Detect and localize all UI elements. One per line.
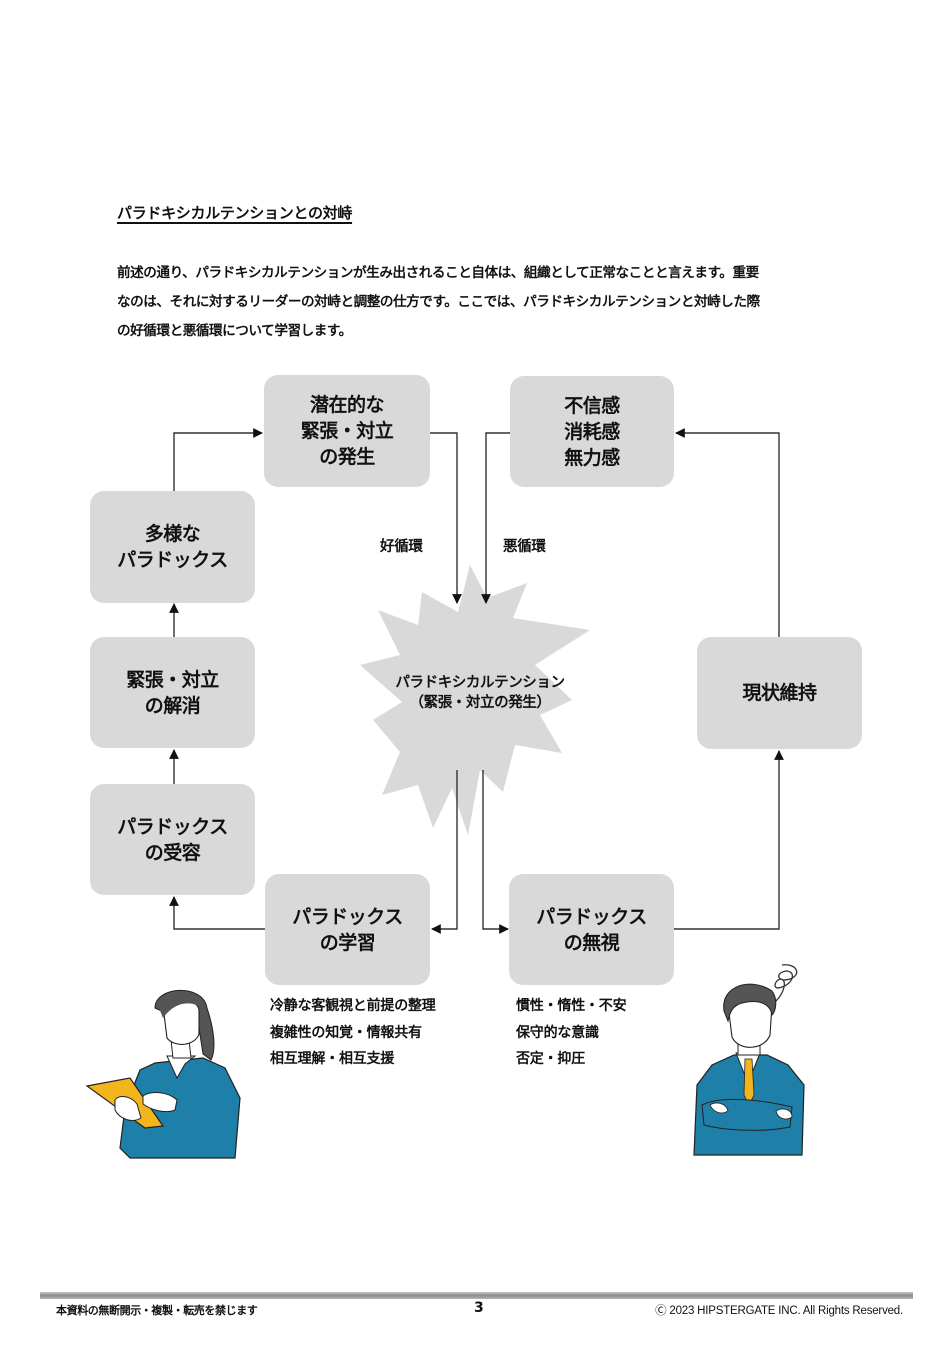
learning-note: 複雑性の知覚・情報共有	[270, 1024, 422, 1041]
connector-statusquo-distrust	[675, 428, 780, 637]
burst-subtitle: （緊張・対立の発生）	[409, 695, 551, 711]
node-label: 多様な パラドックス	[117, 523, 228, 571]
footer-divider	[40, 1292, 913, 1299]
page-number: 3	[474, 1300, 484, 1316]
connector-learning-acceptance	[169, 896, 265, 930]
connector-ignoring-statusquo	[674, 750, 784, 930]
vicious-cycle-label: 悪循環	[503, 539, 546, 555]
ignoring-notes: 慣性・惰性・不安 保守的な意識 否定・抑圧	[516, 993, 627, 1073]
node-diverse-paradox: 多様な パラドックス	[90, 491, 255, 603]
intro-paragraph: 前述の通り、パラドキシカルテンションが生み出されること自体は、組織として正常なこ…	[117, 259, 847, 346]
businessman-confused-illustration	[693, 964, 805, 1156]
learning-note: 冷静な客観視と前提の整理	[270, 998, 436, 1014]
ignoring-note: 慣性・惰性・不安	[516, 998, 627, 1014]
section-heading: パラドキシカルテンションとの対峙	[117, 204, 353, 222]
connector-to-ignoring	[482, 770, 509, 934]
intro-line: 前述の通り、パラドキシカルテンションが生み出されること自体は、組織として正常なこ…	[117, 265, 759, 281]
tension-starburst: パラドキシカルテンション （緊張・対立の発生）	[360, 673, 600, 713]
node-label: 緊張・対立 の解消	[126, 668, 219, 717]
connector-virtuous-in	[430, 432, 462, 604]
connector-vicious-in	[481, 432, 510, 604]
node-paradox-acceptance: パラドックス の受容	[90, 784, 255, 895]
tension-starburst-shape	[360, 565, 590, 835]
intro-line: の好循環と悪循環について学習します。	[117, 323, 352, 339]
node-label: 現状維持	[742, 682, 817, 704]
learning-notes: 冷静な客観視と前提の整理 複雑性の知覚・情報共有 相互理解・相互支援	[270, 993, 436, 1073]
intro-line: なのは、それに対するリーダーの対峙と調整の仕方です。ここでは、パラドキシカルテン…	[117, 294, 760, 310]
node-status-quo: 現状維持	[697, 637, 862, 749]
node-label: 不信感 消耗感 無力感	[564, 394, 620, 469]
virtuous-cycle-label: 好循環	[380, 539, 423, 555]
footer-notice: 本資料の無断開示・複製・転売を禁じます	[56, 1304, 258, 1317]
ignoring-note: 保守的な意識	[516, 1024, 599, 1041]
node-label: パラドックス の受容	[117, 815, 228, 864]
node-distrust: 不信感 消耗感 無力感	[510, 376, 674, 487]
learning-note: 相互理解・相互支援	[270, 1051, 395, 1067]
businesswoman-tablet-illustration	[85, 989, 241, 1159]
node-label: パラドックス の学習	[292, 905, 403, 954]
ignoring-note: 否定・抑圧	[516, 1051, 585, 1067]
node-paradox-learning: パラドックス の学習	[265, 874, 430, 985]
node-paradox-ignoring: パラドックス の無視	[509, 874, 674, 985]
node-latent-tension: 潜在的な 緊張・対立 の発生	[264, 375, 430, 487]
connector-diverse-latent	[173, 428, 263, 491]
footer-copyright: Ⓒ 2023 HIPSTERGATE INC. All Rights Reser…	[655, 1305, 903, 1317]
connector-to-learning	[431, 770, 458, 934]
node-label: 潜在的な 緊張・対立 の発生	[300, 394, 394, 468]
node-label: パラドックス の無視	[536, 905, 647, 954]
node-tension-resolution: 緊張・対立 の解消	[90, 637, 255, 748]
burst-title: パラドキシカルテンション	[395, 675, 565, 691]
